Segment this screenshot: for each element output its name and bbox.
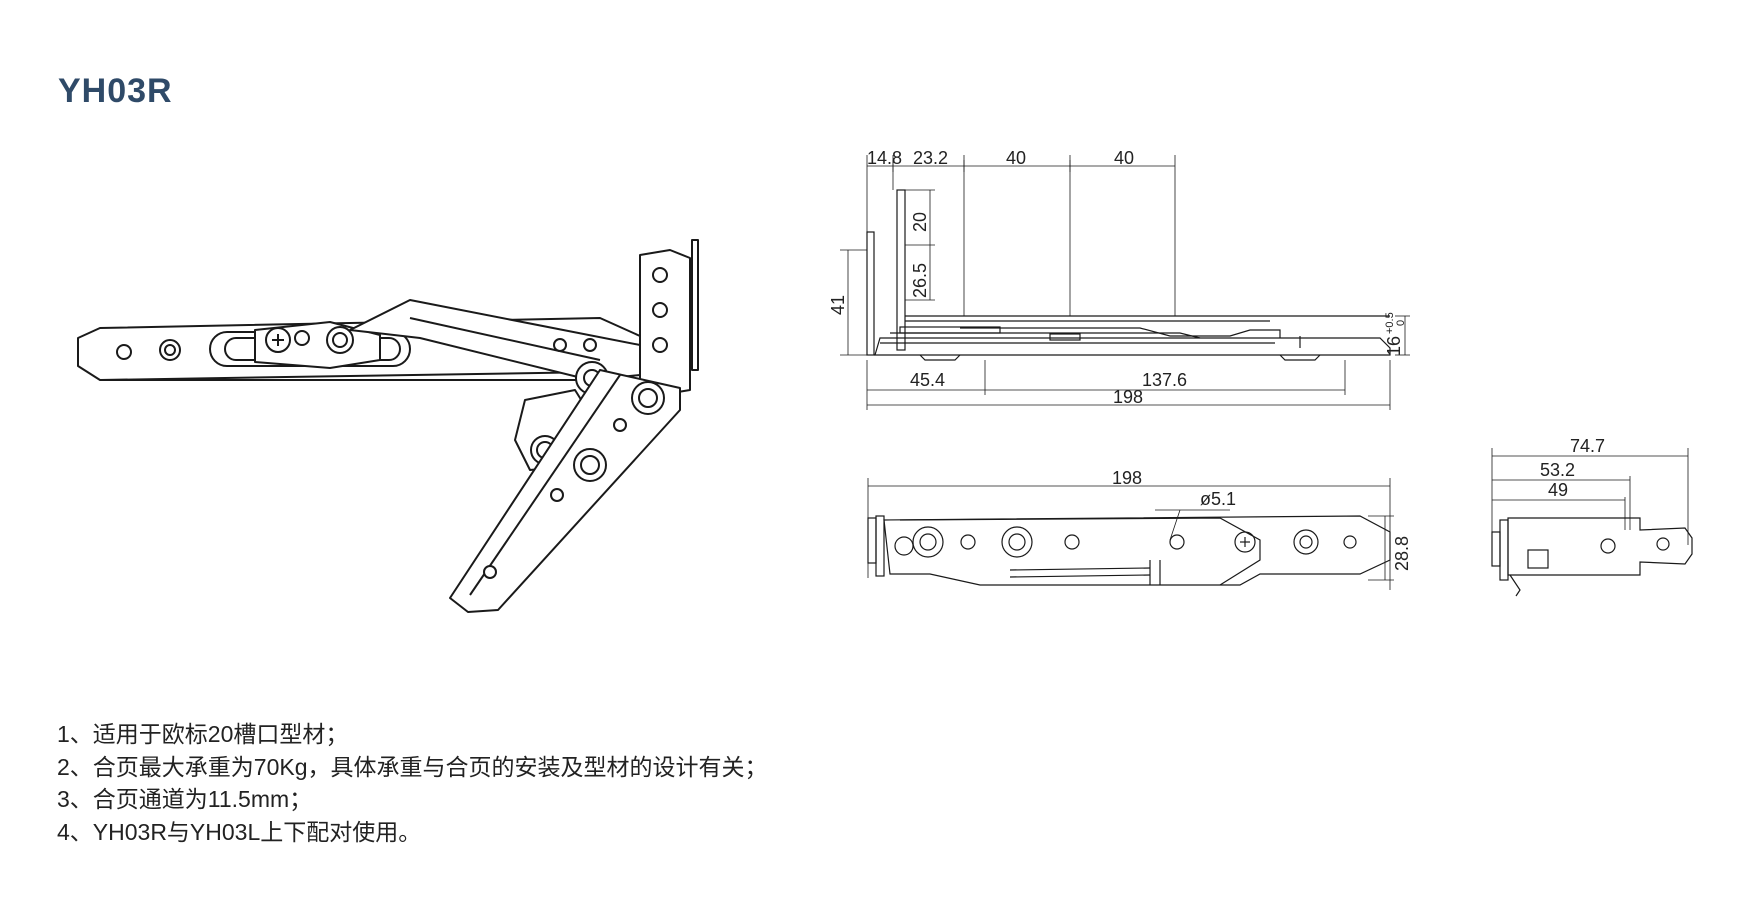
note-3: 3、合页通道为11.5mm；: [57, 786, 313, 812]
hinge-isometric-illustration: [77, 239, 699, 613]
dim-49: 49: [1548, 480, 1568, 500]
dim-16: 16: [1384, 336, 1404, 356]
note-4: 4、YH03R与YH03L上下配对使用。: [57, 818, 422, 845]
dim-14-8: 14.8: [867, 148, 902, 168]
dim-28-8: 28.8: [1392, 536, 1412, 571]
side-view-drawing: [840, 155, 1410, 410]
dim-20: 20: [910, 212, 930, 232]
dim-198-side: 198: [1113, 387, 1143, 407]
dim-137-6: 137.6: [1142, 370, 1187, 390]
dim-phi-5-1: ø5.1: [1200, 489, 1236, 509]
model-title: YH03R: [58, 72, 173, 110]
end-view-drawing: [1491, 448, 1693, 597]
top-view-drawing: [867, 478, 1394, 590]
dim-16-tolerance-lower: 0: [1395, 320, 1407, 326]
dim-41: 41: [828, 295, 848, 315]
note-2: 2、合页最大承重为70Kg，具体承重与合页的安装及型材的设计有关；: [57, 753, 768, 780]
dim-198-top: 198: [1112, 468, 1142, 488]
dim-40-a: 40: [1006, 148, 1026, 168]
dim-40-b: 40: [1114, 148, 1134, 168]
dim-23-2: 23.2: [913, 148, 948, 168]
dim-74-7: 74.7: [1570, 436, 1605, 456]
spec-notes: 1、适用于欧标20槽口型材； 2、合页最大承重为70Kg，具体承重与合页的安装及…: [57, 718, 768, 848]
dim-45-4: 45.4: [910, 370, 945, 390]
dim-16-tolerance-upper: +0.5: [1384, 312, 1396, 334]
dim-53-2: 53.2: [1540, 460, 1575, 480]
dim-26-5: 26.5: [910, 263, 930, 298]
note-1: 1、适用于欧标20槽口型材；: [57, 721, 349, 747]
